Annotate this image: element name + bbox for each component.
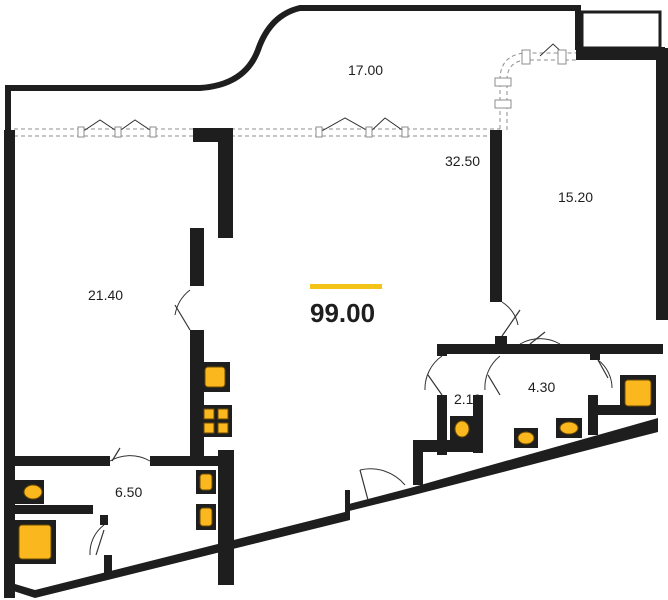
door-bedroom-right <box>501 301 521 337</box>
washbasin-right-1-icon <box>514 428 538 448</box>
wc-area-label: 2.10 <box>454 391 481 407</box>
living-area-label: 32.50 <box>445 153 480 169</box>
door-entrance <box>359 468 406 501</box>
bathtub-left-icon <box>14 520 56 564</box>
window-sash-2 <box>315 117 409 138</box>
shower-right-icon <box>620 375 656 411</box>
window-sash-1 <box>77 119 157 138</box>
washbasin-left-1-icon <box>196 470 216 494</box>
washbasin-left-2-icon <box>196 504 216 530</box>
bedroom-right-area-label: 15.20 <box>558 189 593 205</box>
total-area-value: 99.00 <box>310 298 375 328</box>
door-bath-left <box>109 447 151 462</box>
door-wc <box>424 355 443 396</box>
window-sash-3 <box>494 43 567 109</box>
balcony-outline <box>5 5 581 132</box>
door-bath-right <box>484 331 613 396</box>
cooktop-icon <box>200 405 232 437</box>
toilet-left-icon <box>14 480 44 504</box>
toilet-wc-icon <box>450 416 474 442</box>
washbasin-right-2-icon <box>556 418 582 438</box>
door-bedroom-left <box>174 289 191 331</box>
bath-right-area-label: 4.30 <box>528 379 555 395</box>
balcony-area-label: 17.00 <box>348 62 383 78</box>
bath-left-area-label: 6.50 <box>115 484 142 500</box>
door-bath-inner <box>89 524 105 556</box>
exterior-walls <box>4 48 668 598</box>
bedroom-left-area-label: 21.40 <box>88 287 123 303</box>
balcony-right-wall <box>578 47 665 318</box>
total-area-accent-bar <box>310 284 382 289</box>
window-strip-top <box>14 52 578 137</box>
balcony-utility-box <box>580 10 662 50</box>
kitchen-sink-icon <box>200 362 230 392</box>
